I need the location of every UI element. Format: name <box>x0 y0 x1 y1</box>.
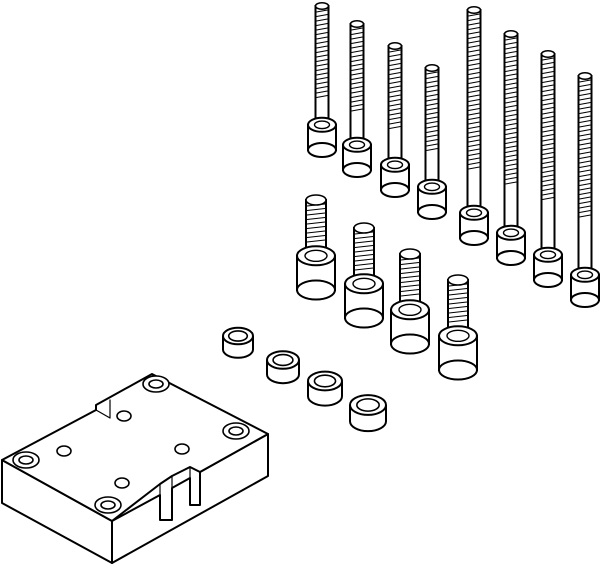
plate-hole <box>12 451 40 469</box>
screw <box>390 248 430 355</box>
plate-hole <box>142 375 170 393</box>
screw <box>380 41 410 198</box>
centering-sleeve <box>266 350 300 385</box>
screw <box>570 71 600 308</box>
centering-sleeve <box>349 394 387 433</box>
short-screw-group <box>296 194 478 381</box>
centering-sleeve <box>222 326 254 359</box>
adapter-plate-right-face <box>111 433 269 564</box>
long-screw-group <box>307 1 600 308</box>
screw <box>307 1 337 158</box>
screw <box>496 29 526 266</box>
screw <box>438 274 478 381</box>
plate-hole <box>116 410 132 422</box>
screw <box>459 5 489 246</box>
centering-sleeve <box>307 370 343 407</box>
screw <box>296 194 336 301</box>
plate-hole <box>94 496 122 514</box>
centering-sleeve-group <box>222 326 387 433</box>
plate-hole <box>114 477 130 489</box>
screw <box>344 222 384 329</box>
adapter-plate <box>1 373 269 564</box>
plate-hole <box>174 443 190 455</box>
screw <box>533 49 563 288</box>
screw <box>342 19 372 178</box>
adapter-plate-top-face <box>1 373 269 522</box>
plate-hole <box>56 445 72 457</box>
adapter-plate-notch-edge <box>95 399 191 496</box>
screw <box>417 63 447 220</box>
plate-hole <box>222 422 250 440</box>
